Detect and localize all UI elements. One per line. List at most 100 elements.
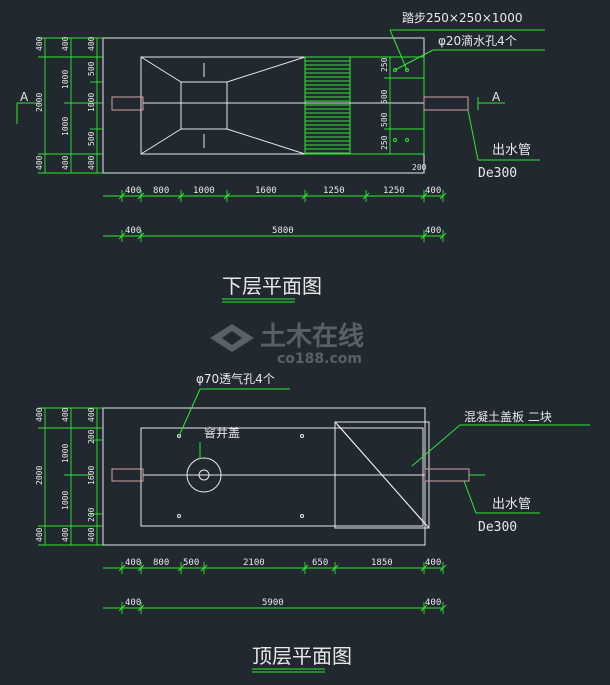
dimension-tick — [439, 232, 447, 240]
svg-text:500: 500 — [380, 112, 389, 127]
svg-text:2100: 2100 — [243, 558, 265, 568]
svg-text:400: 400 — [61, 155, 70, 170]
svg-text:1000: 1000 — [193, 186, 215, 196]
svg-text:500: 500 — [380, 89, 389, 104]
vent-hole-note: φ70透气孔4个 — [196, 371, 275, 386]
drain-hole-note: φ20滴水孔4个 — [438, 33, 517, 48]
top-pipe-size: De300 — [478, 520, 517, 535]
svg-text:400: 400 — [87, 407, 96, 422]
drain-hole — [393, 138, 397, 142]
cover-slab-note: 混凝土盖板 二块 — [464, 409, 552, 424]
dimension-tick — [362, 192, 370, 200]
svg-text:1000: 1000 — [61, 491, 70, 510]
dimension-tick — [439, 604, 447, 612]
lower-left-dims: 400 2000 400 400 1000 1000 400 400 500 1… — [35, 36, 103, 174]
top-outlet-pipe — [424, 468, 485, 482]
dimension-tick — [200, 564, 208, 572]
drain-hole — [405, 138, 409, 142]
watermark-cn: 土木在线 — [260, 322, 364, 352]
svg-text:400: 400 — [61, 527, 70, 542]
svg-text:400: 400 — [125, 598, 141, 608]
watermark-en: co188.com — [277, 351, 362, 367]
dimension-tick — [331, 564, 339, 572]
dimension-tick — [137, 232, 145, 240]
lower-pipe-size: De300 — [478, 166, 517, 181]
lower-outlet-label: 出水管 — [492, 143, 531, 158]
dimension-tick — [118, 232, 126, 240]
svg-text:1250: 1250 — [383, 186, 405, 196]
lower-right-dims: 250 500 500 250 200 — [380, 56, 427, 172]
top-plan-title: 顶层平面图 — [252, 644, 352, 668]
vent-hole — [177, 514, 181, 518]
lower-plan-title: 下层平面图 — [222, 274, 322, 298]
svg-text:500: 500 — [87, 131, 96, 146]
svg-text:5900: 5900 — [262, 598, 284, 608]
svg-text:200: 200 — [87, 429, 96, 444]
top-bottom-dims: 400 800 500 2100 650 1850 400 400 5900 4… — [103, 558, 447, 614]
dimension-tick — [177, 564, 185, 572]
lower-plan: A A 踏步250×250×1000 φ20滴水孔4个 出水管 De300 — [16, 11, 545, 303]
lower-inlet-pipe — [111, 96, 424, 111]
lower-bottom-dims: 400 800 1000 1600 1250 1250 400 400 5800… — [103, 186, 447, 242]
vent-hole — [300, 514, 304, 518]
dimension-tick — [301, 564, 309, 572]
top-left-dims: 400 2000 400 400 1000 1000 400 400 200 1… — [35, 407, 103, 546]
dimension-tick — [301, 192, 309, 200]
svg-text:1000: 1000 — [61, 444, 70, 463]
svg-text:500: 500 — [183, 558, 199, 568]
svg-text:2000: 2000 — [35, 466, 44, 485]
svg-text:800: 800 — [153, 186, 169, 196]
svg-text:500: 500 — [87, 61, 96, 76]
svg-text:400: 400 — [425, 226, 441, 236]
svg-text:A: A — [492, 90, 501, 104]
top-inlet-pipe — [111, 468, 425, 482]
svg-text:1000: 1000 — [61, 70, 70, 89]
dimension-tick — [118, 192, 126, 200]
svg-text:1000: 1000 — [61, 117, 70, 136]
vent-hole — [177, 434, 181, 438]
dimension-tick — [439, 192, 447, 200]
svg-text:1850: 1850 — [371, 558, 393, 568]
svg-text:1600: 1600 — [255, 186, 277, 196]
lower-sump — [180, 81, 228, 130]
svg-text:1000: 1000 — [87, 93, 96, 112]
steps — [304, 56, 351, 155]
svg-text:400: 400 — [61, 407, 70, 422]
svg-text:1250: 1250 — [323, 186, 345, 196]
dimension-tick — [439, 564, 447, 572]
dimension-tick — [137, 564, 145, 572]
svg-text:400: 400 — [87, 527, 96, 542]
dimension-tick — [420, 604, 428, 612]
svg-text:400: 400 — [425, 558, 441, 568]
svg-text:200: 200 — [412, 163, 427, 172]
dimension-tick — [223, 192, 231, 200]
svg-text:200: 200 — [87, 507, 96, 522]
dimension-tick — [420, 232, 428, 240]
svg-text:400: 400 — [35, 36, 44, 51]
manhole-label: 窨井盖 — [204, 425, 240, 440]
svg-text:400: 400 — [61, 36, 70, 51]
section-mark-left: A — [16, 90, 40, 124]
dimension-tick — [420, 564, 428, 572]
dimension-tick — [137, 604, 145, 612]
svg-text:400: 400 — [87, 155, 96, 170]
top-outer-wall — [102, 407, 426, 546]
section-mark-right: A — [477, 90, 505, 110]
dimension-tick — [137, 192, 145, 200]
svg-text:650: 650 — [312, 558, 328, 568]
lower-outer-wall — [102, 37, 425, 174]
watermark: 土木在线 co188.com — [210, 322, 364, 367]
drain-hole — [405, 68, 409, 72]
svg-text:5800: 5800 — [272, 226, 294, 236]
svg-text:400: 400 — [125, 226, 141, 236]
step-note: 踏步250×250×1000 — [402, 11, 522, 25]
top-plan: φ70透气孔4个 窨井盖 混凝土盖板 二块 出水管 De300 400 2000… — [35, 371, 590, 673]
svg-text:400: 400 — [425, 186, 441, 196]
top-inner-slab — [140, 427, 424, 527]
dimension-tick — [118, 564, 126, 572]
svg-text:400: 400 — [425, 598, 441, 608]
svg-text:400: 400 — [35, 407, 44, 422]
svg-text:400: 400 — [125, 186, 141, 196]
svg-text:250: 250 — [380, 57, 389, 72]
